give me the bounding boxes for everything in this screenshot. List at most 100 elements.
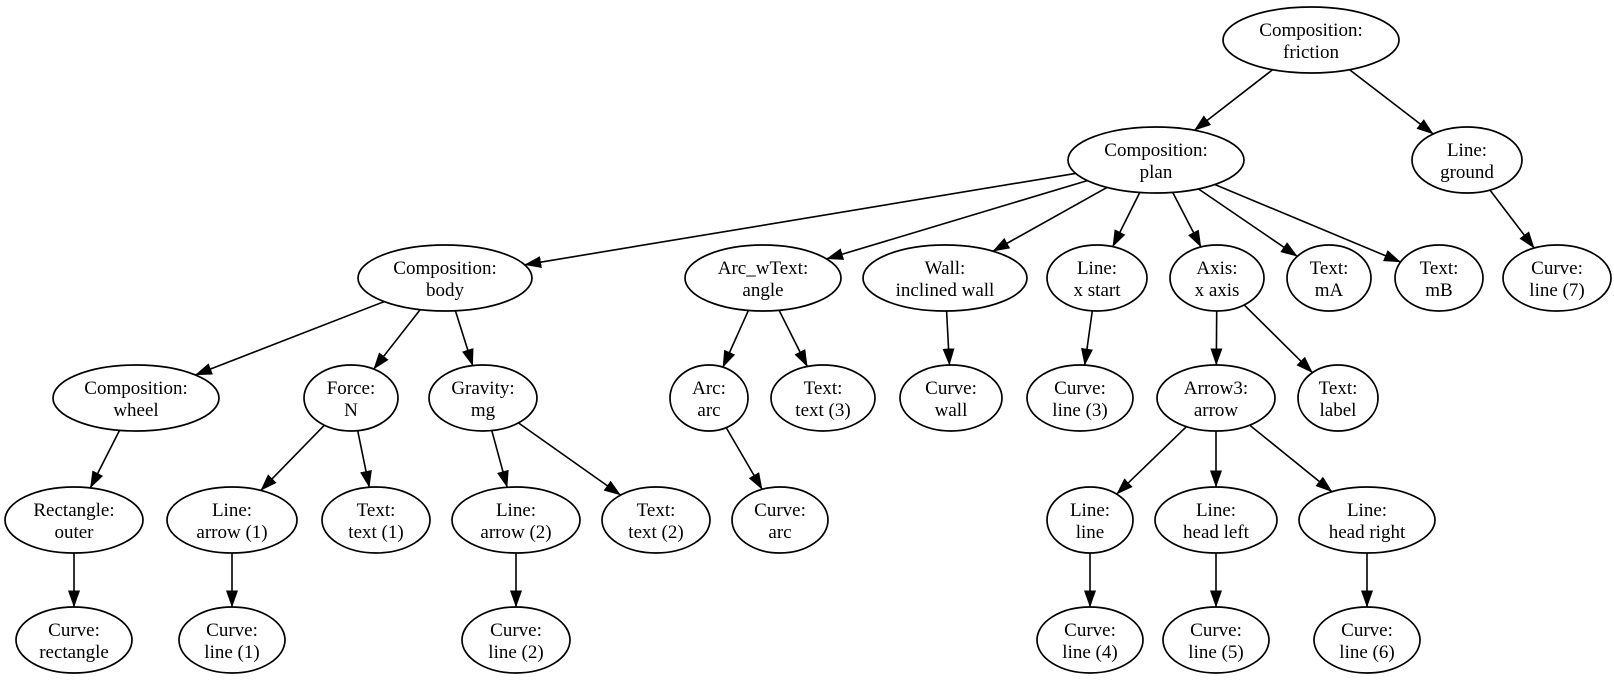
- node-label-mB: Text:mB: [1420, 258, 1459, 301]
- node-ellipse-wall: [862, 244, 1028, 312]
- graph-node-label: Text:label: [1297, 364, 1379, 432]
- node-label-crect: Curve:rectangle: [39, 620, 109, 663]
- edge-arrow3-to-lineN: [1116, 426, 1188, 495]
- edges-layer: [68, 69, 1535, 608]
- node-ellipse-arrow1: [166, 486, 298, 554]
- node-ellipse-mA: [1286, 244, 1372, 312]
- graph-node-line7: Curve:line (7): [1502, 244, 1612, 312]
- node-label-body: Composition:body: [393, 258, 496, 301]
- edge-wall-to-cwall: [942, 310, 955, 366]
- edge-plan-to-angle: [826, 179, 1088, 260]
- edge-plan-to-mB: [1214, 183, 1401, 263]
- edge-plan-to-xstart: [1111, 192, 1141, 248]
- edge-wheel-to-outer: [89, 429, 121, 489]
- edge-angle-to-text3: [778, 309, 809, 367]
- node-label-arrow2: Line:arrow (2): [480, 500, 551, 543]
- node-ellipse-lineN: [1046, 486, 1134, 554]
- node-label-friction: Composition:friction: [1259, 20, 1362, 63]
- node-label-lineN: Line:line: [1070, 500, 1110, 543]
- edge-body-to-wheel: [194, 300, 385, 376]
- node-ellipse-line2: [461, 606, 571, 674]
- graph-node-forceN: Force:N: [303, 364, 399, 432]
- edge-plan-to-xaxis: [1171, 192, 1202, 248]
- node-label-xstart: Line:x start: [1074, 258, 1122, 301]
- graph-node-arrow2: Line:arrow (2): [451, 486, 581, 554]
- edge-gravity-to-text2: [517, 422, 622, 496]
- node-ellipse-headR: [1298, 486, 1436, 554]
- node-ellipse-xstart: [1046, 244, 1148, 312]
- graph-node-headL: Line:head left: [1154, 486, 1278, 554]
- graph-node-headR: Line:head right: [1298, 486, 1436, 554]
- node-label-label: Text:label: [1319, 378, 1358, 421]
- edge-forceN-to-text1: [356, 430, 372, 488]
- edge-plan-to-mA: [1197, 188, 1298, 258]
- edge-plan-to-body: [524, 172, 1076, 269]
- node-ellipse-line7: [1502, 244, 1612, 312]
- node-label-line7: Curve:line (7): [1529, 258, 1584, 301]
- node-ellipse-text2: [601, 486, 711, 554]
- node-ellipse-body: [357, 244, 533, 312]
- edge-ground-to-line7: [1489, 189, 1535, 249]
- graph-node-arc: Arc:arc: [669, 364, 749, 432]
- node-label-line4: Curve:line (4): [1062, 620, 1117, 663]
- node-label-mA: Text:mA: [1310, 258, 1349, 301]
- node-label-gravity: Gravity:mg: [451, 378, 514, 421]
- nodes-layer: Composition:frictionComposition:planLine…: [4, 6, 1612, 674]
- node-ellipse-arrow2: [451, 486, 581, 554]
- graph-node-crect: Curve:rectangle: [15, 606, 133, 674]
- graph-node-arrow1: Line:arrow (1): [166, 486, 298, 554]
- node-label-line3: Curve:line (3): [1052, 378, 1107, 421]
- graph-node-arrow3: Arrow3:arrow: [1156, 364, 1276, 432]
- graph-node-carc: Curve:arc: [731, 486, 829, 554]
- node-label-arrow3: Arrow3:arrow: [1184, 378, 1248, 421]
- graph-node-xstart: Line:x start: [1046, 244, 1148, 312]
- graph-node-line4: Curve:line (4): [1036, 606, 1144, 674]
- graph-node-line6: Curve:line (6): [1313, 606, 1421, 674]
- graph-node-plan: Composition:plan: [1067, 126, 1245, 194]
- node-ellipse-crect: [15, 606, 133, 674]
- graph-node-line5: Curve:line (5): [1162, 606, 1270, 674]
- edge-angle-to-arc: [722, 310, 750, 368]
- node-ellipse-friction: [1222, 6, 1400, 74]
- graph-node-text1: Text:text (1): [321, 486, 431, 554]
- node-label-line2: Curve:line (2): [488, 620, 543, 663]
- graph-node-cwall: Curve:wall: [899, 364, 1003, 432]
- graph-node-line2: Curve:line (2): [461, 606, 571, 674]
- node-ellipse-outer: [4, 486, 144, 554]
- graph-node-outer: Rectangle:outer: [4, 486, 144, 554]
- graph-node-wall: Wall:inclined wall: [862, 244, 1028, 312]
- node-ellipse-line1: [178, 606, 286, 674]
- graph-node-mB: Text:mB: [1394, 244, 1484, 312]
- node-ellipse-angle: [684, 244, 842, 312]
- graph-node-text2: Text:text (2): [601, 486, 711, 554]
- node-ellipse-wheel: [52, 364, 220, 432]
- edge-gravity-to-arrow2: [491, 430, 509, 488]
- edge-plan-to-wall: [992, 186, 1108, 252]
- node-label-outer: Rectangle:outer: [33, 500, 114, 543]
- node-label-text1: Text:text (1): [348, 500, 403, 543]
- node-label-text3: Text:text (3): [795, 378, 850, 421]
- node-label-wheel: Composition:wheel: [84, 378, 187, 421]
- node-label-xaxis: Axis:x axis: [1195, 258, 1240, 301]
- graph-node-body: Composition:body: [357, 244, 533, 312]
- node-label-forceN: Force:N: [327, 378, 376, 421]
- graph-node-lineN: Line:line: [1046, 486, 1134, 554]
- node-ellipse-line5: [1162, 606, 1270, 674]
- node-label-headL: Line:head left: [1183, 500, 1250, 543]
- edge-body-to-forceN: [373, 309, 421, 370]
- node-label-line6: Curve:line (6): [1339, 620, 1394, 663]
- node-label-cwall: Curve:wall: [925, 378, 977, 421]
- node-ellipse-cwall: [899, 364, 1003, 432]
- node-ellipse-carc: [731, 486, 829, 554]
- node-ellipse-headL: [1154, 486, 1278, 554]
- node-label-headR: Line:head right: [1329, 500, 1406, 543]
- graph-node-ground: Line:ground: [1411, 126, 1523, 194]
- edge-forceN-to-arrow1: [260, 424, 325, 491]
- node-label-angle: Arc_wText:angle: [718, 258, 808, 301]
- node-label-carc: Curve:arc: [754, 500, 806, 543]
- graph-node-angle: Arc_wText:angle: [684, 244, 842, 312]
- node-label-text2: Text:text (2): [628, 500, 683, 543]
- graph-node-line3: Curve:line (3): [1026, 364, 1134, 432]
- node-ellipse-line6: [1313, 606, 1421, 674]
